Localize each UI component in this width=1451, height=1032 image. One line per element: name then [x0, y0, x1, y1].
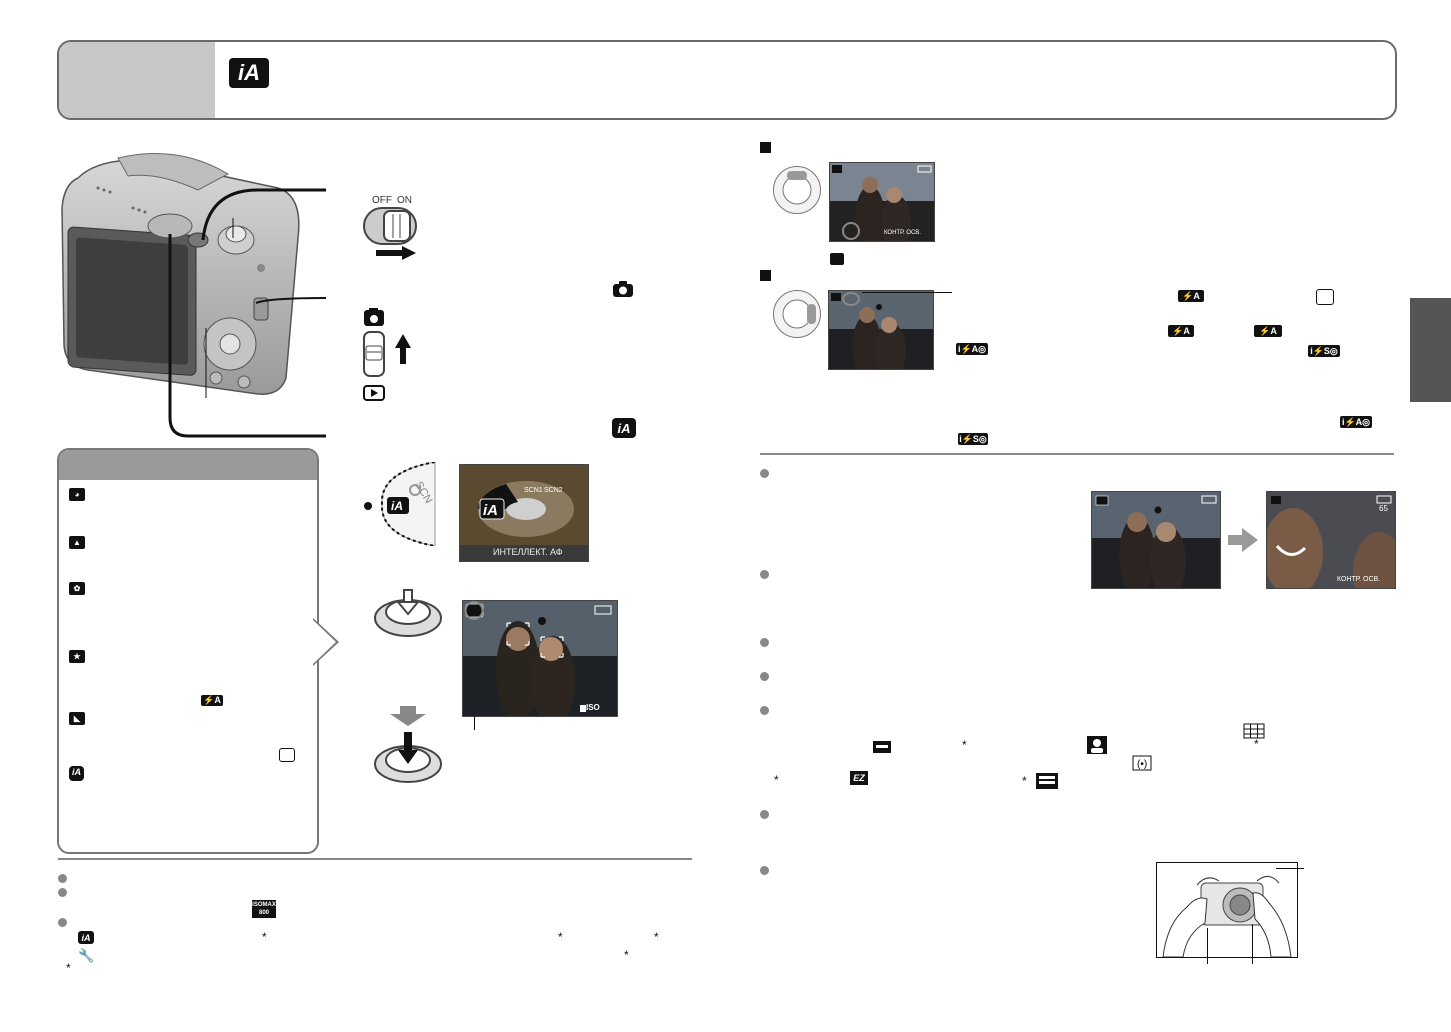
arrow-right-icon: [1228, 528, 1258, 552]
flash-slow-redeye-icon: i⚡S◎: [1308, 345, 1340, 357]
flash-preview-screen: [828, 290, 934, 370]
section-marker: [760, 142, 771, 153]
multi-area-af-icon: [1243, 723, 1265, 739]
off-label: OFF: [372, 195, 392, 206]
callout-line: [474, 716, 475, 730]
night-portrait-icon: ★: [69, 650, 85, 663]
footnote-asterisk: *: [654, 930, 659, 944]
footnote-asterisk: *: [262, 930, 267, 944]
page-header: iA: [57, 40, 1397, 120]
closeup-screen: 65 КОНТР. ОСВ.: [1266, 491, 1396, 589]
flash-slow-redeye-icon: i⚡S◎: [958, 433, 988, 445]
camera-back-illustration: [61, 153, 327, 438]
intelligent-auto-icon: iA: [78, 931, 94, 944]
ia-mode-icon: iA: [612, 418, 636, 438]
isomax-icon: ISOMAX 800: [252, 900, 276, 918]
iso-label: ISO: [586, 703, 600, 712]
svg-text:iA: iA: [483, 502, 498, 519]
footnote-asterisk: *: [66, 961, 71, 975]
footnote-asterisk: *: [558, 930, 563, 944]
face-recognition-icon: [1087, 736, 1107, 754]
callout-line: [1252, 924, 1253, 964]
record-play-switch[interactable]: [362, 308, 422, 404]
backlight-preview-screen: КОНТР. ОСВ.: [829, 162, 935, 242]
face-detect-screen: [1091, 491, 1221, 589]
note-bullet: [760, 570, 769, 579]
menu-item-scn1: SCN1: [524, 487, 543, 494]
ez-zoom-icon: EZ: [850, 771, 868, 785]
scene-panel-header: [59, 450, 317, 480]
footnote-asterisk: *: [1254, 737, 1259, 751]
flash-off-icon: [279, 748, 295, 762]
portrait-icon: ◕: [69, 488, 85, 501]
macro-icon: ✿: [69, 582, 85, 595]
note-bullet: [58, 918, 67, 927]
intelligent-auto-icon: iA: [69, 766, 84, 781]
power-switch[interactable]: [362, 206, 422, 262]
contrast-caption: КОНТР. ОСВ.: [884, 230, 921, 236]
note-bullet: [760, 469, 769, 478]
flash-auto-icon: ⚡A: [1178, 290, 1204, 302]
contrast-caption: КОНТР. ОСВ.: [1337, 576, 1381, 583]
shutter-half-press[interactable]: [372, 588, 448, 640]
callout-line: [1207, 928, 1208, 964]
svg-text:iA: iA: [391, 499, 403, 513]
callout-line: [862, 292, 952, 293]
cursor-pad[interactable]: [773, 166, 821, 214]
note-bullet: [760, 706, 769, 715]
left-divider: [58, 858, 692, 860]
right-divider: [760, 453, 1394, 455]
backlight-icon: [830, 253, 844, 265]
footnote-asterisk: *: [624, 948, 629, 962]
menu-caption: ИНТЕЛЛЕКТ. АФ: [493, 547, 563, 557]
highlight-ring: [842, 222, 860, 240]
menu-item-scn2: SCN2: [544, 487, 563, 494]
spot-metering-icon: (•): [1132, 755, 1152, 771]
night-landscape-icon: ◣: [69, 712, 85, 725]
note-bullet: [58, 874, 67, 883]
display-info-icon: [1036, 773, 1058, 789]
on-label: ON: [397, 195, 412, 206]
scene-detection-panel: ◕ ▲ ✿ ★ ⚡A ◣ iA: [57, 448, 339, 854]
flash-auto-icon: ⚡A: [201, 695, 223, 706]
section-marker: [760, 270, 771, 281]
svg-text:(•): (•): [1137, 759, 1147, 770]
flash-off-icon: [1316, 289, 1334, 305]
focus-preview-screen: ISO: [462, 600, 618, 717]
callout-line: [1276, 868, 1304, 869]
footnote-asterisk: *: [962, 738, 967, 752]
header-tab: [59, 42, 215, 118]
holding-camera-illustration: [1156, 862, 1298, 958]
wrench-icon: 🔧: [78, 948, 95, 963]
note-bullet: [760, 672, 769, 681]
note-bullet: [760, 810, 769, 819]
flash-auto-redeye-icon: i⚡A◎: [1340, 416, 1372, 428]
record-mode-camera-icon: [612, 280, 634, 298]
shots-remaining: 65: [1379, 504, 1388, 513]
note-bullet: [760, 638, 769, 647]
footnote-asterisk: *: [774, 773, 779, 787]
mode-menu-screen: iA SCN1 SCN2 ИНТЕЛЛЕКТ. АФ: [459, 464, 589, 562]
note-bullet: [760, 866, 769, 875]
chapter-side-tab: [1410, 298, 1451, 402]
footnote-asterisk: *: [1022, 774, 1027, 788]
flash-auto-redeye-icon: i⚡A◎: [956, 343, 988, 355]
cursor-pad[interactable]: [773, 290, 821, 338]
note-bullet: [58, 888, 67, 897]
quality-icon: [873, 741, 891, 753]
flash-auto-icon: ⚡A: [1168, 325, 1194, 337]
landscape-icon: ▲: [69, 536, 85, 549]
intelligent-auto-icon: iA: [229, 58, 269, 88]
flash-auto-icon: ⚡A: [1254, 325, 1282, 337]
mode-dial[interactable]: iA SCN: [360, 462, 440, 546]
shutter-full-press[interactable]: [372, 706, 448, 786]
